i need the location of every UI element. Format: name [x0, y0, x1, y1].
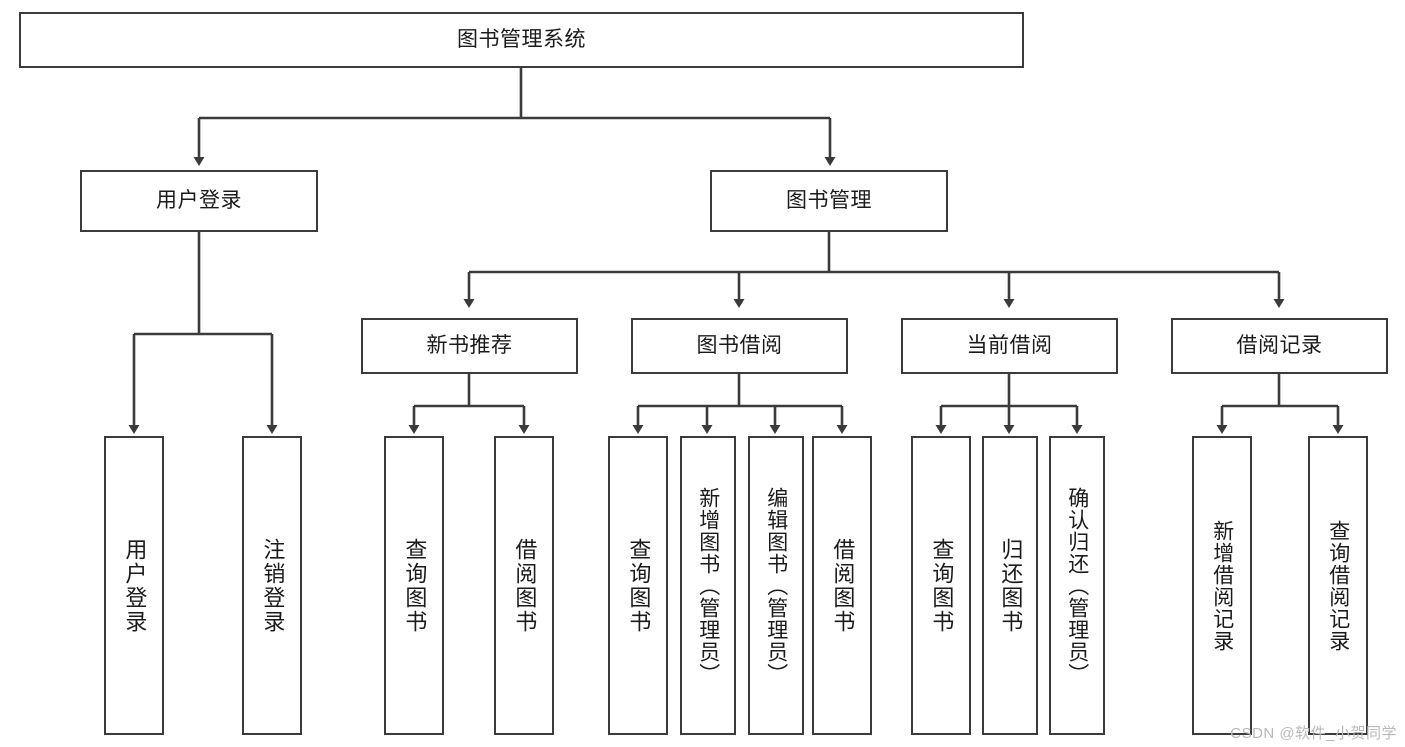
node-label: 当前借阅	[966, 333, 1053, 357]
leaf-query-book-borrow[interactable]: 查询图书	[608, 436, 668, 735]
node-book-borrow[interactable]: 图书借阅	[631, 318, 848, 374]
node-borrow-record[interactable]: 借阅记录	[1171, 318, 1388, 374]
node-label: 查询借阅记录	[1326, 519, 1350, 652]
node-label: 新增图书（管理员）	[696, 486, 720, 685]
node-label: 借阅图书	[512, 537, 538, 634]
leaf-query-book-recommend[interactable]: 查询图书	[384, 436, 444, 735]
node-label: 借阅记录	[1236, 333, 1323, 357]
node-label: 查询图书	[402, 537, 428, 634]
leaf-add-book-admin[interactable]: 新增图书（管理员）	[680, 436, 736, 735]
node-book-management[interactable]: 图书管理	[710, 170, 948, 232]
node-label: 图书管理系统	[457, 27, 586, 51]
node-label: 归还图书	[998, 537, 1024, 634]
node-current-borrow[interactable]: 当前借阅	[901, 318, 1118, 374]
leaf-return-book[interactable]: 归还图书	[982, 436, 1038, 735]
node-label: 用户登录	[156, 188, 242, 212]
leaf-add-borrow-record[interactable]: 新增借阅记录	[1192, 436, 1252, 735]
node-label: 用户登录	[122, 537, 148, 634]
node-label: 查询图书	[626, 537, 652, 634]
leaf-query-borrow-record[interactable]: 查询借阅记录	[1308, 436, 1368, 735]
leaf-logout[interactable]: 注销登录	[242, 436, 302, 735]
node-label: 确认归还（管理员）	[1065, 486, 1089, 685]
node-new-book-recommend[interactable]: 新书推荐	[361, 318, 578, 374]
node-label: 图书借阅	[696, 333, 783, 357]
leaf-borrow-book-recommend[interactable]: 借阅图书	[494, 436, 554, 735]
node-label: 注销登录	[260, 537, 286, 634]
csdn-watermark: CSDN @软件_小贺同学	[1230, 725, 1397, 742]
node-label: 新书推荐	[426, 333, 513, 357]
leaf-user-login[interactable]: 用户登录	[104, 436, 164, 735]
node-label: 编辑图书（管理员）	[764, 486, 788, 685]
leaf-edit-book-admin[interactable]: 编辑图书（管理员）	[748, 436, 804, 735]
node-label: 图书管理	[786, 188, 872, 212]
leaf-confirm-return-admin[interactable]: 确认归还（管理员）	[1049, 436, 1105, 735]
node-label: 借阅图书	[830, 537, 856, 634]
node-label: 新增借阅记录	[1210, 519, 1234, 652]
node-user-login[interactable]: 用户登录	[80, 170, 318, 232]
node-root-system[interactable]: 图书管理系统	[19, 12, 1024, 68]
node-label: 查询图书	[929, 537, 955, 634]
leaf-query-book-current[interactable]: 查询图书	[911, 436, 971, 735]
leaf-borrow-book[interactable]: 借阅图书	[812, 436, 872, 735]
